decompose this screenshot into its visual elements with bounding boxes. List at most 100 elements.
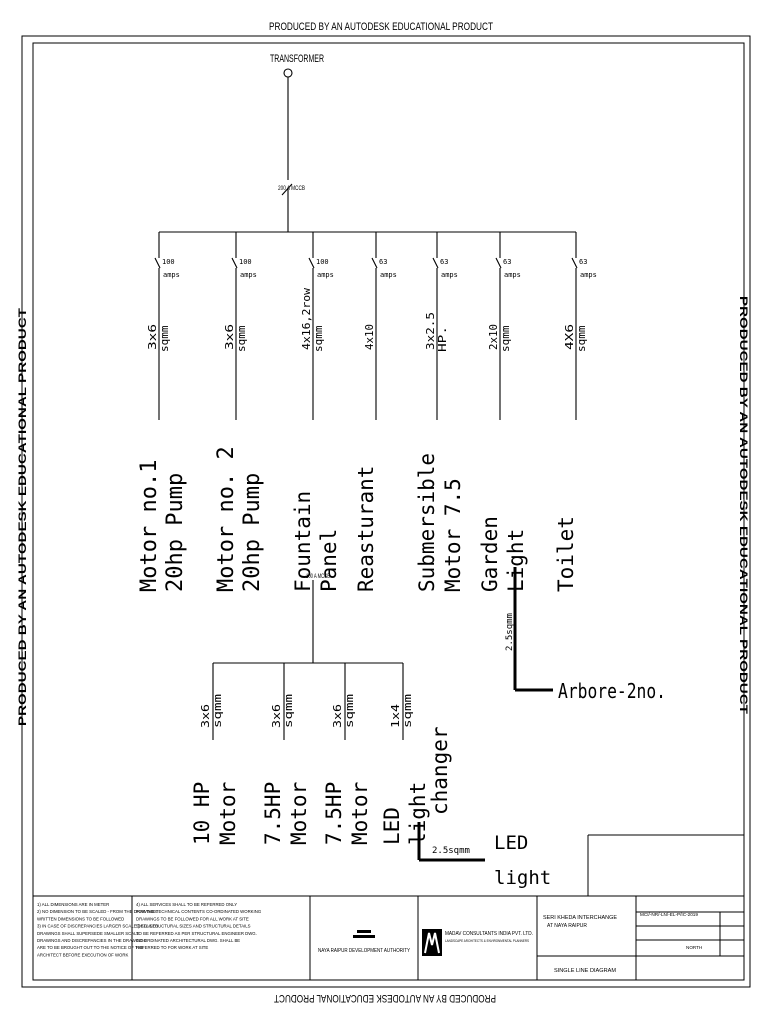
- circuit-rating-unit: amps: [504, 271, 521, 279]
- sub-load-line2: Motor: [287, 782, 311, 845]
- note-line: 4) ALL SERVICES SHALL TO BE REFERRED ONL…: [136, 902, 237, 907]
- circuit-load-line1: Garden: [478, 516, 502, 592]
- watermark-right: PRODUCED BY AN AUTODESK EDUCATIONAL PROD…: [737, 296, 749, 714]
- circuit-load-line1: Reasturant: [354, 466, 378, 592]
- drawing-title: SINGLE LINE DIAGRAM: [554, 968, 616, 974]
- sub-load-line2: Motor: [216, 782, 240, 845]
- circuit-cable-size: 3x6: [146, 324, 159, 350]
- circuit-cable-size: 3x2.5: [424, 312, 437, 350]
- note-line: TO BE REFERRED AS PER STRUCTURAL ENGINEE…: [136, 931, 257, 936]
- circuit-rating-unit: amps: [380, 271, 397, 279]
- sub-cable-unit: sqmm: [401, 694, 414, 728]
- circuit-cable-size: 3x6: [223, 324, 236, 350]
- circuit-cable-size: 4x10: [363, 324, 376, 350]
- transformer-label: TRANSFORMER: [270, 53, 324, 65]
- circuit-cable-size: 2x10: [487, 324, 500, 350]
- sub-load-line3: changer: [428, 726, 452, 815]
- circuit-cable-unit: sqmm: [499, 325, 512, 352]
- led-branch-load-line1: LED: [494, 832, 528, 854]
- consultant-logo: [422, 929, 442, 956]
- sub-load-line2: Motor: [348, 782, 372, 845]
- circuit-cable-size: 4X6: [563, 324, 576, 350]
- client-logo: [353, 930, 375, 938]
- outer-frame: [21, 35, 751, 988]
- circuit-load-line2: Panel: [317, 529, 341, 592]
- project-line-2: AT NAYA RAIPUR: [547, 923, 587, 929]
- circuit-rating-unit: amps: [441, 271, 458, 279]
- watermark-bottom: PRODUCED BY AN AUTODESK EDUCATIONAL PROD…: [274, 992, 496, 1004]
- inner-frame: [32, 42, 745, 981]
- circuit-load-line1: Toilet: [554, 516, 578, 592]
- garden-branch-cable: 2.5sqmm: [505, 613, 515, 651]
- sub-cable-size: 1x4: [389, 704, 402, 728]
- drawing-number: MCI/-NR/-LN/-EL-P/IC-2019: [640, 912, 698, 917]
- circuit-rating: 100: [239, 258, 252, 266]
- circuit-load-line2: 20hp Pump: [240, 473, 265, 592]
- circuit-load-line1: Motor no.1: [137, 460, 162, 592]
- sub-load-line1: 10 HP: [190, 782, 214, 845]
- watermark-left: PRODUCED BY AN AUTODESK EDUCATIONAL PROD…: [17, 308, 29, 726]
- circuit-load-line2: 20hp Pump: [163, 473, 188, 592]
- circuit-cable-unit: sqmm: [235, 325, 248, 352]
- circuit-cable-unit: sqmm: [312, 325, 325, 352]
- circuit-load-line1: Submersible: [415, 453, 439, 592]
- circuit-rating-unit: amps: [580, 271, 597, 279]
- sub-cable-size: 3x6: [270, 704, 283, 728]
- watermark-top: PRODUCED BY AN AUTODESK EDUCATIONAL PROD…: [269, 21, 493, 33]
- circuit-load-line1: Fountain: [291, 491, 315, 592]
- led-branch-cable: 2.5sqmm: [432, 846, 470, 856]
- note-line: CO-ORDINATED ARCHITECTURAL DWG. SHALL BE: [136, 938, 240, 943]
- sub-load-line1: 7.5HP: [322, 782, 346, 845]
- circuit-cable-unit: sqmm: [575, 325, 588, 352]
- garden-branch-load: Arbore-2no.: [558, 679, 666, 703]
- circuit-rating: 63: [503, 258, 511, 266]
- note-line: FOR THE TECHNICAL CONTENTS CO-ORDINATED …: [136, 909, 262, 914]
- note-line: ARE TO BE BROUGHT OUT TO THE NOTICE OF T…: [37, 945, 144, 950]
- note-line: 1) ALL DIMENSIONS ARE IN METER: [37, 902, 109, 907]
- sub-load-line1: 7.5HP: [261, 782, 285, 845]
- consultant-subtitle: LANDSCAPE ARCHITECTS & ENVIRONMENTAL PLA…: [445, 939, 529, 943]
- circuit-rating: 100: [316, 258, 329, 266]
- consultant-name: MADAV CONSULTANTS INDIA PVT. LTD.: [445, 931, 533, 937]
- circuit-rating: 63: [579, 258, 587, 266]
- circuit-load-line2: Motor 7.5: [441, 478, 465, 592]
- circuit-rating: 100: [162, 258, 175, 266]
- north-label: NORTH: [686, 945, 702, 950]
- note-line: DRAWINGS TO BE FOLLOWED FOR ALL WORK AT …: [136, 916, 249, 921]
- circuit-rating-unit: amps: [240, 271, 257, 279]
- sub-cable-unit: sqmm: [211, 694, 224, 728]
- sub-load-line1: LED: [380, 807, 404, 845]
- sub-cable-size: 3x6: [331, 704, 344, 728]
- note-line: DRAWINGS SHALL SUPERSEDE SMALLER SCALE: [37, 931, 139, 936]
- sub-cable-unit: sqmm: [343, 694, 356, 728]
- led-branch-load-line2: light: [494, 867, 551, 889]
- circuit-cable-unit: HP.: [436, 326, 449, 352]
- transformer-symbol: [283, 68, 293, 78]
- note-line: REFERRED TO FOR WORK AT SITE: [136, 945, 208, 950]
- fountain-mccb-label: 100 A MCCB: [306, 574, 330, 580]
- note-line: 5) ALL STRUCTURAL SIZES AND STRUCTURAL D…: [136, 924, 251, 929]
- circuit-rating: 63: [440, 258, 448, 266]
- note-line: DRAWINGS AND DISCREPANCIES IN THE DRAWIN…: [37, 938, 146, 943]
- sub-cable-unit: sqmm: [282, 694, 295, 728]
- main-mccb-label: 200 A MCCB: [278, 186, 305, 192]
- note-line: WRITTEN DIMENSIONS TO BE FOLLOWED: [37, 916, 124, 921]
- circuit-rating-unit: amps: [317, 271, 334, 279]
- client-name: NAYA RAIPUR DEVELOPMENT AUTHORITY: [318, 948, 410, 954]
